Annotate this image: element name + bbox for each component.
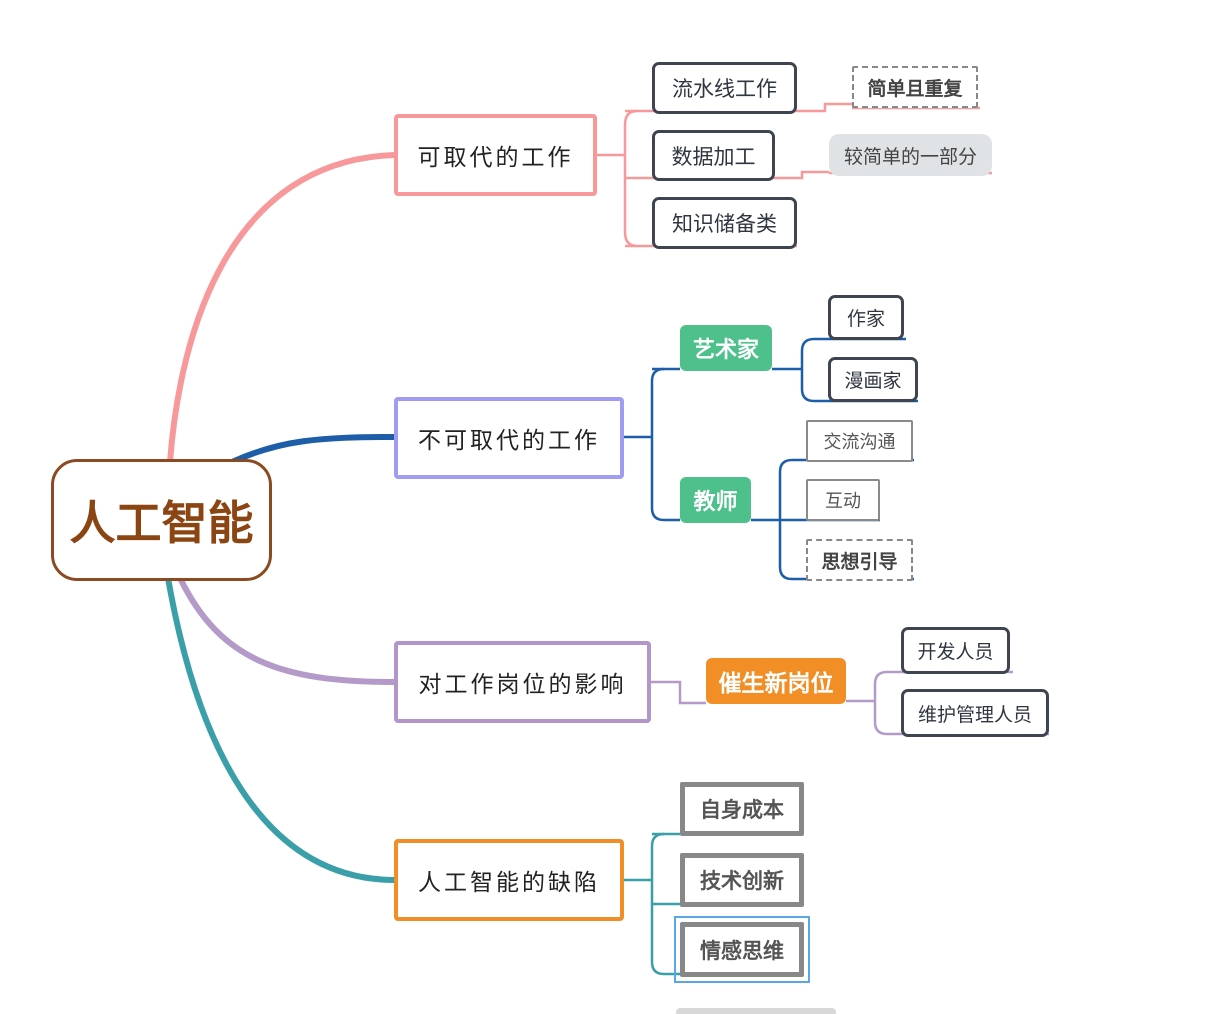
note-simple-repetitive[interactable]: 简单且重复 bbox=[852, 66, 978, 108]
link-root-branch1 bbox=[167, 152, 396, 463]
root-node[interactable]: 人工智能 bbox=[51, 459, 272, 581]
topic-maintenance-staff[interactable]: 维护管理人员 bbox=[901, 689, 1049, 737]
branch-label: 对工作岗位的影响 bbox=[418, 672, 627, 698]
topic-own-cost[interactable]: 自身成本 bbox=[680, 782, 804, 836]
branch-label: 不可取代的工作 bbox=[418, 428, 600, 454]
topic-emotional-thinking[interactable]: 情感思维 bbox=[680, 922, 804, 977]
link-root-branch2 bbox=[230, 434, 396, 465]
topic-artist[interactable]: 艺术家 bbox=[680, 325, 772, 371]
branch-impact-on-jobs[interactable]: 对工作岗位的影响 bbox=[394, 641, 651, 723]
branch-replaceable-jobs[interactable]: 可取代的工作 bbox=[394, 114, 597, 196]
topic-developers[interactable]: 开发人员 bbox=[901, 627, 1010, 674]
branch-ai-defects[interactable]: 人工智能的缺陷 bbox=[394, 839, 624, 921]
branch-label: 可取代的工作 bbox=[417, 145, 574, 171]
topic-data-processing[interactable]: 数据加工 bbox=[652, 130, 775, 181]
topic-thought-guidance[interactable]: 思想引导 bbox=[806, 539, 913, 581]
root-label: 人工智能 bbox=[69, 496, 254, 550]
topic-tech-innovation[interactable]: 技术创新 bbox=[680, 853, 804, 907]
topic-communication[interactable]: 交流沟通 bbox=[806, 420, 913, 462]
topic-interaction[interactable]: 互动 bbox=[806, 479, 880, 521]
topic-writer[interactable]: 作家 bbox=[828, 295, 904, 340]
partial-node-offscreen bbox=[676, 1008, 836, 1014]
branch-irreplaceable-jobs[interactable]: 不可取代的工作 bbox=[394, 397, 624, 479]
topic-new-positions[interactable]: 催生新岗位 bbox=[706, 658, 846, 704]
topic-teacher[interactable]: 教师 bbox=[680, 477, 751, 523]
topic-cartoonist[interactable]: 漫画家 bbox=[828, 357, 918, 402]
topic-assembly-line-work[interactable]: 流水线工作 bbox=[652, 62, 797, 114]
branch-label: 人工智能的缺陷 bbox=[418, 870, 600, 896]
note-simpler-part[interactable]: 较简单的一部分 bbox=[829, 134, 992, 176]
link-root-branch3 bbox=[177, 576, 396, 685]
topic-knowledge-storage[interactable]: 知识储备类 bbox=[652, 197, 797, 249]
link-root-branch4 bbox=[165, 577, 396, 883]
selection-highlight bbox=[674, 916, 810, 983]
